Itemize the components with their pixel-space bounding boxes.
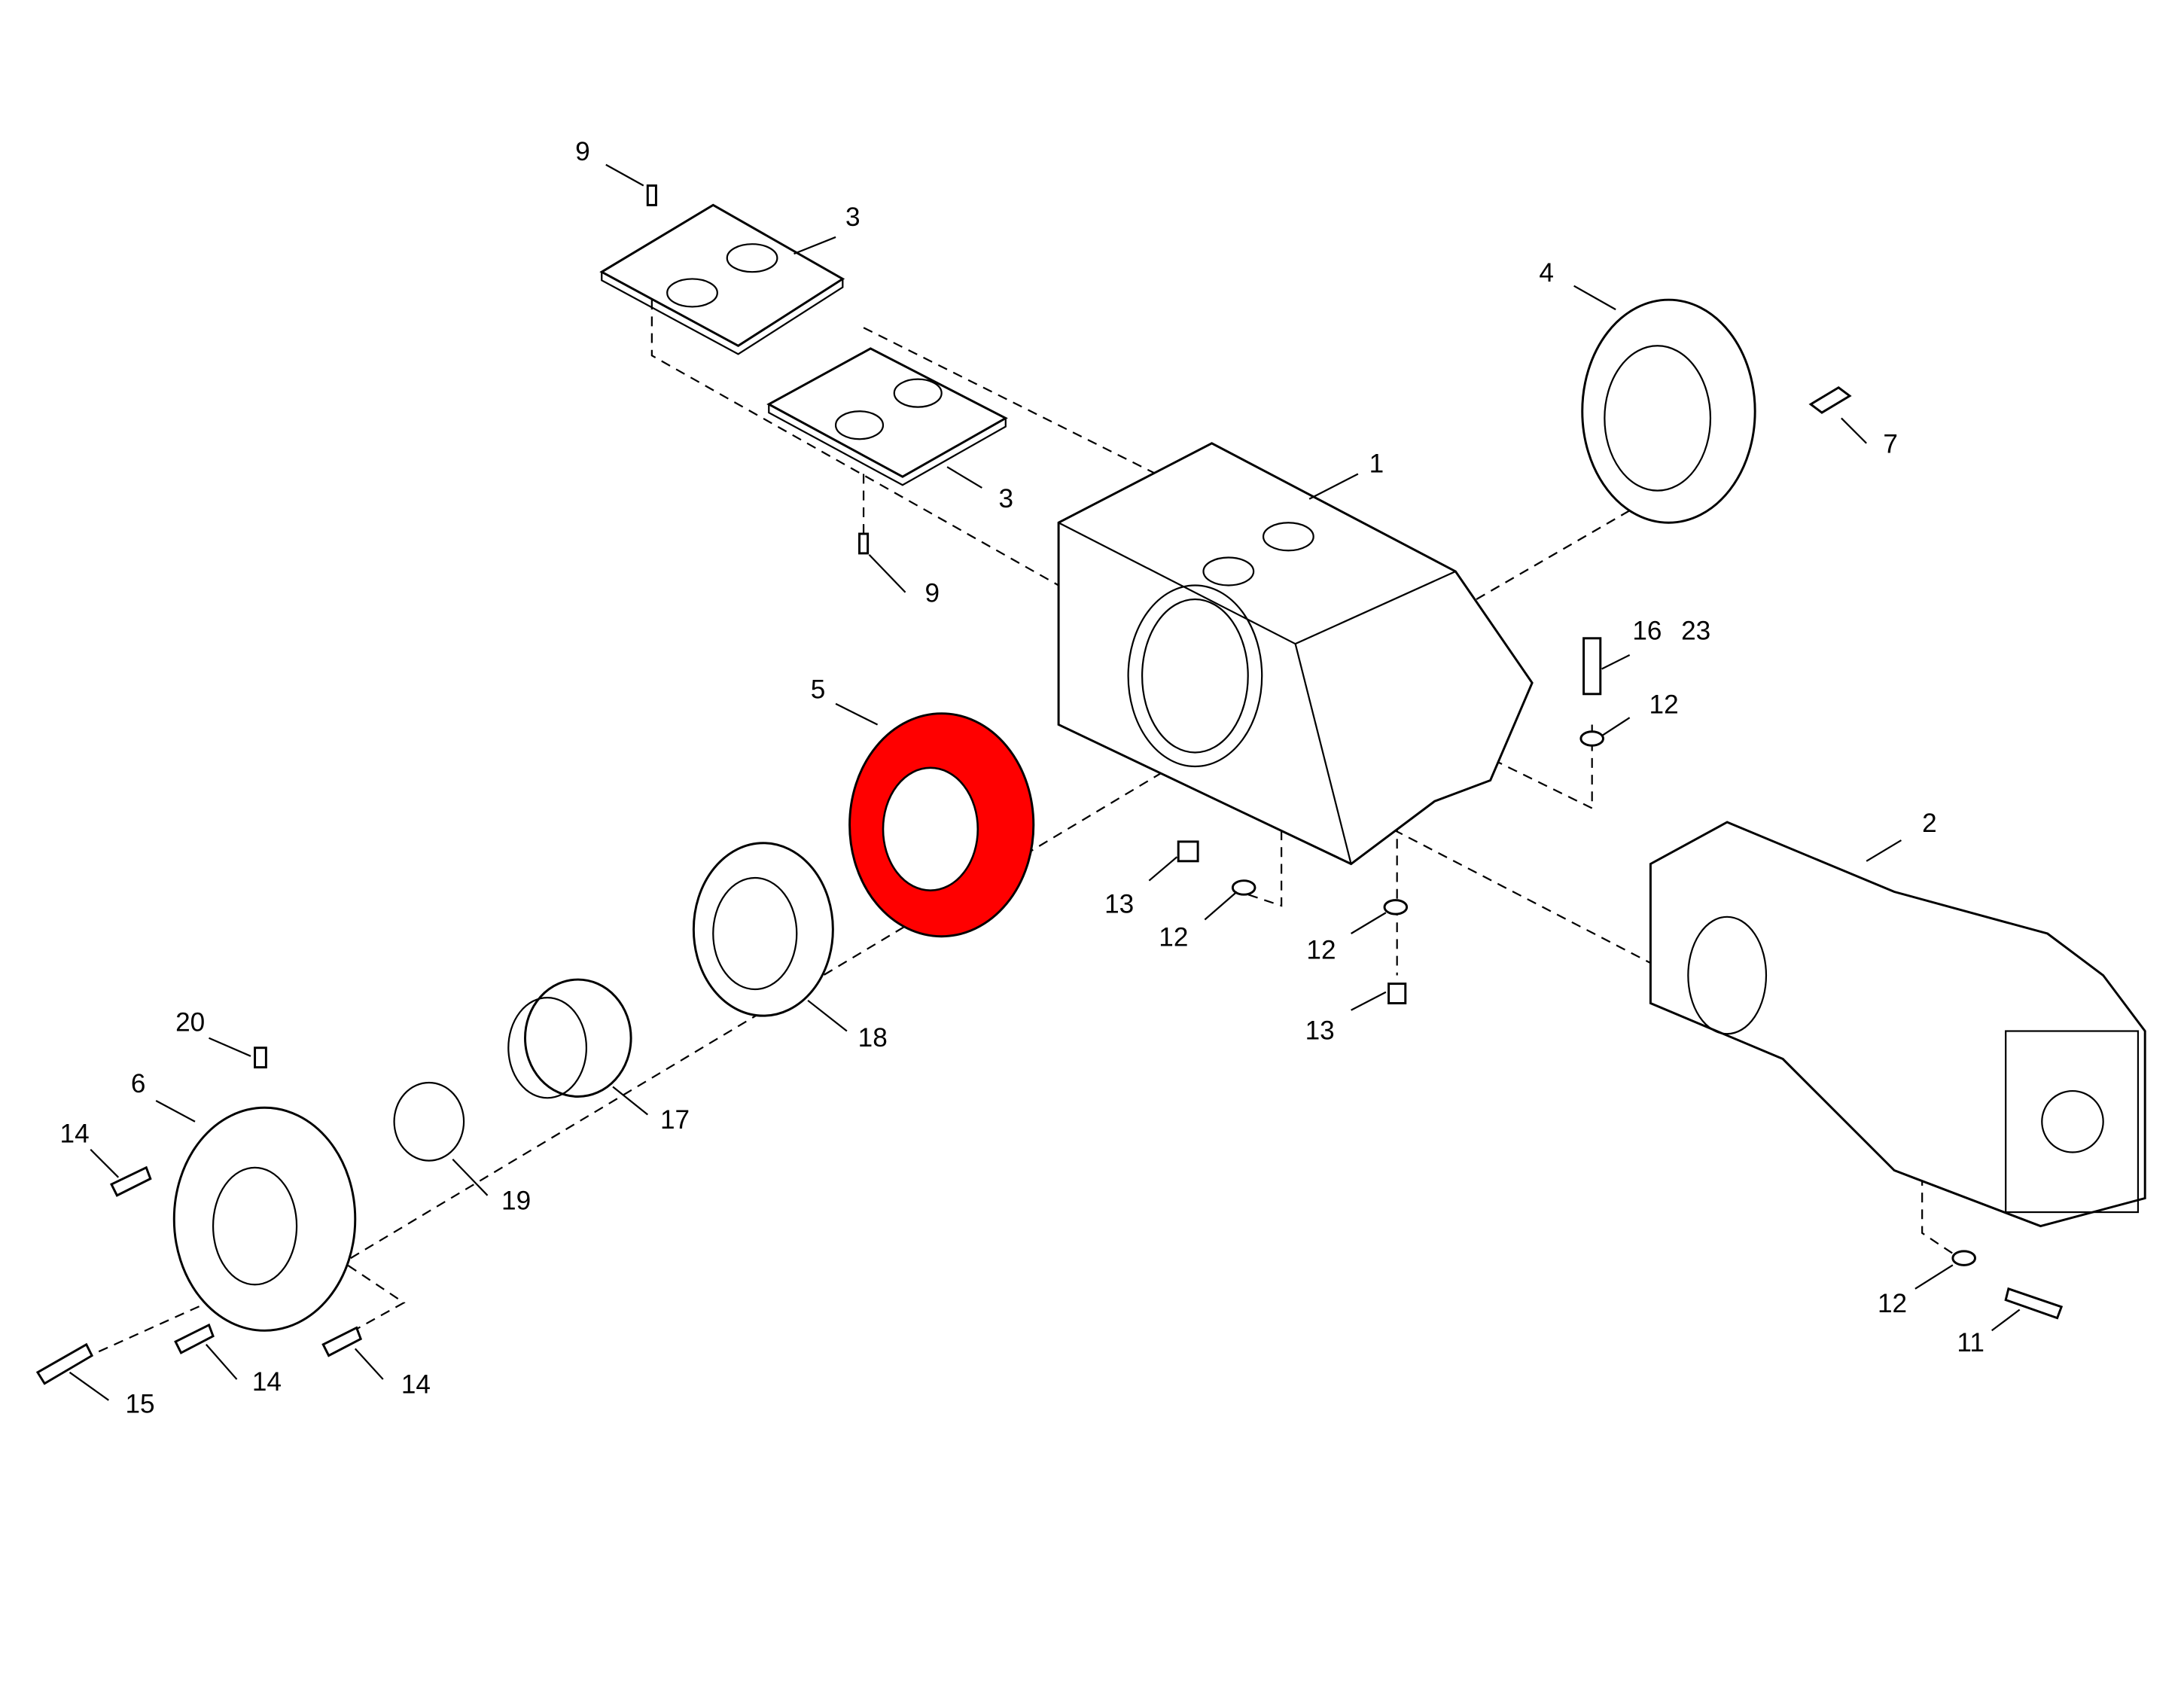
leader-line (69, 1371, 109, 1401)
cylinder-assembly-2 (1649, 821, 2146, 1228)
callout-label-9: 9 (924, 579, 940, 608)
leader-line (1204, 891, 1238, 921)
leader-line (90, 1148, 120, 1178)
bolt-7 (1808, 385, 1852, 414)
leader-line (1601, 653, 1631, 670)
flange-6 (172, 1106, 357, 1332)
leader-line (452, 1158, 489, 1196)
leader-line (1351, 991, 1387, 1011)
callout-label-3: 3 (845, 203, 861, 232)
callout-label-5: 5 (811, 675, 826, 704)
callout-label-1: 1 (1369, 449, 1384, 479)
leader-line (1601, 717, 1631, 737)
flange-4 (1581, 298, 1756, 524)
leader-line (209, 1037, 251, 1057)
leader-line (1148, 856, 1178, 882)
callout-label-14: 14 (252, 1367, 282, 1397)
callout-label-12: 12 (1649, 690, 1679, 720)
callout-label-13: 13 (1305, 1016, 1335, 1046)
circlip-19 (393, 1081, 465, 1162)
callout-label-14: 14 (401, 1370, 431, 1400)
leader-line (612, 1086, 649, 1116)
screw-9 (646, 184, 870, 555)
callout-label-7: 7 (1883, 430, 1898, 459)
callout-label-18: 18 (858, 1023, 888, 1053)
leader-line (1866, 839, 1902, 862)
callout-label-19: 19 (501, 1186, 531, 1215)
fasteners-14-15-20 (35, 1047, 363, 1385)
leader-line (835, 702, 879, 726)
leader-line (354, 1348, 384, 1380)
callout-label-14: 14 (60, 1120, 90, 1149)
callout-label-16: 16 (1632, 617, 1662, 646)
bearing-18 (692, 842, 834, 1017)
callout-label-11: 11 (1957, 1328, 1984, 1357)
callout-label-20: 20 (175, 1008, 205, 1037)
callout-label-4: 4 (1539, 258, 1554, 288)
leader-line (807, 999, 848, 1032)
leader-line (205, 1344, 238, 1380)
leader-line (793, 236, 836, 255)
leader-line (1351, 912, 1387, 934)
callout-label-15: 15 (126, 1389, 155, 1418)
part-5-highlighted (848, 712, 1035, 938)
leader-line (1991, 1309, 2021, 1332)
housing (1057, 442, 1534, 866)
callout-label-6: 6 (131, 1069, 146, 1098)
leader-line (1308, 473, 1359, 500)
plate-lower (766, 347, 1008, 486)
bushing-17 (507, 978, 632, 1099)
callout-label-17: 17 (660, 1105, 690, 1135)
leader-line (1914, 1264, 1954, 1290)
leader-line (155, 1100, 196, 1123)
leader-line (946, 466, 982, 489)
callout-label-2: 2 (1922, 809, 1937, 838)
callout-label-23: 23 (1681, 617, 1710, 646)
callout-label-9: 9 (575, 137, 590, 166)
callout-label-12: 12 (1306, 935, 1336, 964)
leader-line (1573, 285, 1616, 311)
callout-label-12: 12 (1878, 1289, 1907, 1318)
callout-label-13: 13 (1104, 889, 1134, 919)
small-parts-12-13-16-11 (1177, 637, 2064, 1320)
leader-line (1841, 417, 1867, 444)
callout-labels: 9 3 3 9 4 7 1 16 23 12 5 2 13 12 12 13 18 20 6 14 17 19 15 14 14… (60, 137, 2021, 1418)
plate-upper (599, 203, 845, 355)
callout-label-12: 12 (1159, 923, 1188, 952)
callout-label-3: 3 (999, 484, 1014, 513)
leader-line (605, 163, 644, 187)
leader-line (868, 554, 906, 593)
